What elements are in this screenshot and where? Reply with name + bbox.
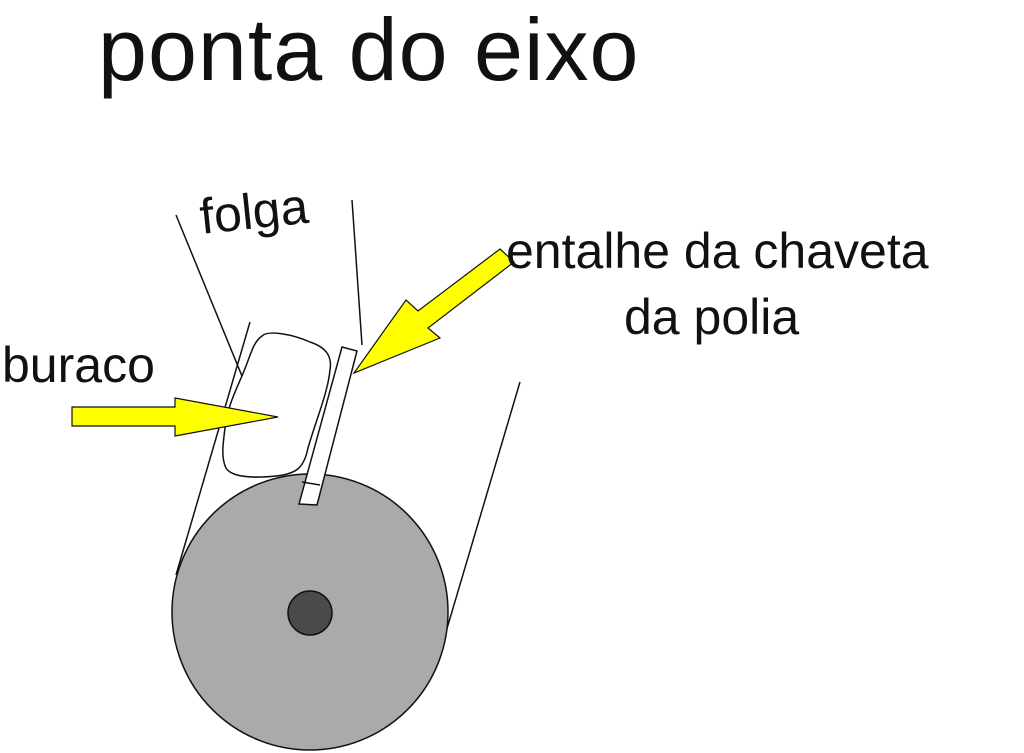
label-entalhe-line2: da polia <box>624 289 800 345</box>
clearance-line-right <box>351 199 363 346</box>
key-slot <box>298 346 358 506</box>
axle-hub <box>287 590 333 636</box>
key-slot-divider <box>301 481 321 486</box>
hole-arrow <box>71 397 279 437</box>
label-folga: folga <box>197 177 311 245</box>
belt-line-right <box>442 381 521 643</box>
label-buraco: buraco <box>2 337 155 393</box>
label-entalhe-line1: entalhe da chaveta <box>506 223 929 279</box>
keyway-arrow <box>352 248 515 375</box>
diagram-title: ponta do eixo <box>98 0 640 99</box>
hole-shape <box>222 332 332 478</box>
shaft-outline-left <box>175 321 251 576</box>
